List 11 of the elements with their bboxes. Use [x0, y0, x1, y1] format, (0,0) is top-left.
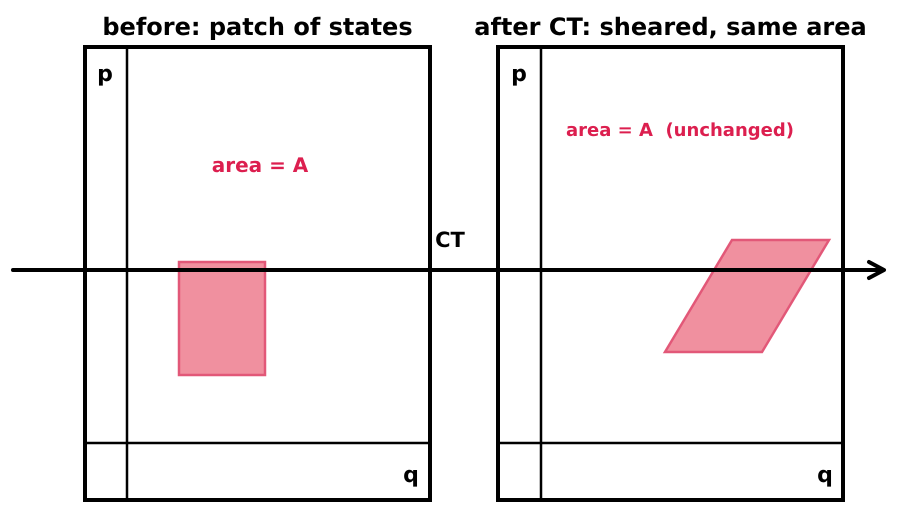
axis-label: p: [511, 62, 527, 88]
transform-label: CT: [435, 228, 465, 252]
rectangular-patch: [177, 260, 267, 377]
area-label: area = A: [212, 154, 308, 176]
axis-label: p: [97, 62, 113, 88]
sheared-patch: [662, 237, 832, 355]
panel-title: before: patch of states: [102, 13, 413, 41]
area-label: area = A (unchanged): [566, 120, 794, 142]
axis-label: q: [817, 463, 833, 489]
panel-title: after CT: sheared, same area: [474, 13, 867, 41]
axis-label: q: [403, 463, 419, 489]
